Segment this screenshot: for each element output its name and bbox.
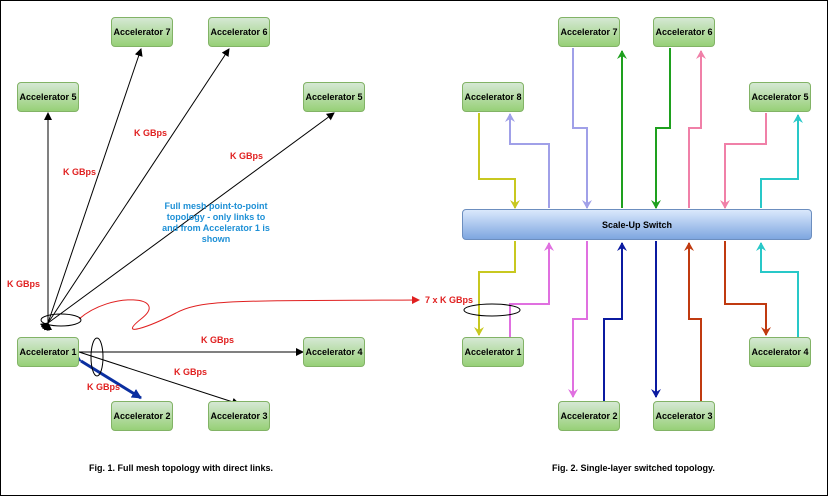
fig1-node-accelerator-4[interactable]: Accelerator 4 xyxy=(303,337,365,367)
link-label-a5-right: K GBps xyxy=(230,151,264,161)
fig2-node-accelerator-6[interactable]: Accelerator 6 xyxy=(653,17,715,47)
aggregate-link-red xyxy=(78,296,420,330)
fig1-node-accelerator-7[interactable]: Accelerator 7 xyxy=(111,17,173,47)
bundle-ellipse-fig2 xyxy=(463,303,521,317)
link-label-a5-left: K GBps xyxy=(63,167,97,177)
link-a3-downlink xyxy=(684,242,702,401)
link-label-a4: K GBps xyxy=(201,335,235,345)
link-a7-uplink xyxy=(572,48,592,209)
link-a1-downlink xyxy=(509,242,554,337)
fig2-node-accelerator-4[interactable]: Accelerator 4 xyxy=(749,337,811,367)
scale-up-switch[interactable]: Scale-Up Switch xyxy=(462,209,812,240)
fig1-caption: Fig. 1. Full mesh topology with direct l… xyxy=(89,463,274,473)
link-label-a3: K GBps xyxy=(174,367,208,377)
link-a4-uplink xyxy=(724,241,771,336)
fig1-node-accelerator-5-left[interactable]: Accelerator 5 xyxy=(17,82,79,112)
link-a2-downlink xyxy=(603,242,627,401)
link-a4-downlink xyxy=(756,242,799,337)
fig1-node-accelerator-5-right[interactable]: Accelerator 5 xyxy=(303,82,365,112)
fig1-node-accelerator-2[interactable]: Accelerator 2 xyxy=(111,401,173,431)
link-label-a1-left: K GBps xyxy=(7,279,41,289)
link-a8-uplink xyxy=(478,113,520,209)
topology-note: Full mesh point-to-point topology - only… xyxy=(162,201,270,244)
fig2-node-accelerator-3[interactable]: Accelerator 3 xyxy=(653,401,715,431)
bundle-ellipse-right xyxy=(90,337,104,377)
fig2-node-accelerator-8[interactable]: Accelerator 8 xyxy=(462,82,524,112)
fig1-node-accelerator-3[interactable]: Accelerator 3 xyxy=(208,401,270,431)
aggregate-bandwidth-label: 7 x K GBps xyxy=(425,295,474,305)
link-a1-uplink xyxy=(474,241,516,336)
link-a6-downlink xyxy=(688,50,706,208)
link-label-a7: K GBps xyxy=(134,128,168,138)
link-a1-a5-right xyxy=(39,112,335,331)
link-a6-uplink xyxy=(651,48,671,209)
fig2-caption: Fig. 2. Single-layer switched topology. xyxy=(552,463,715,473)
link-a8-downlink xyxy=(505,113,550,208)
fig2-links xyxy=(474,48,803,401)
fig2-node-accelerator-7[interactable]: Accelerator 7 xyxy=(558,17,620,47)
link-a2-uplink xyxy=(568,241,588,398)
link-label-a2: K GBps xyxy=(87,382,121,392)
link-a5-uplink xyxy=(720,113,767,209)
fig2-node-accelerator-1[interactable]: Accelerator 1 xyxy=(462,337,524,367)
bundle-ellipse-top xyxy=(40,313,82,327)
fig2-node-accelerator-2[interactable]: Accelerator 2 xyxy=(558,401,620,431)
link-a5-downlink xyxy=(760,114,803,208)
link-a1-a2 xyxy=(70,352,142,400)
fig1-node-accelerator-6[interactable]: Accelerator 6 xyxy=(208,17,270,47)
fig1-node-accelerator-1[interactable]: Accelerator 1 xyxy=(17,337,79,367)
fig2-node-accelerator-5[interactable]: Accelerator 5 xyxy=(749,82,811,112)
